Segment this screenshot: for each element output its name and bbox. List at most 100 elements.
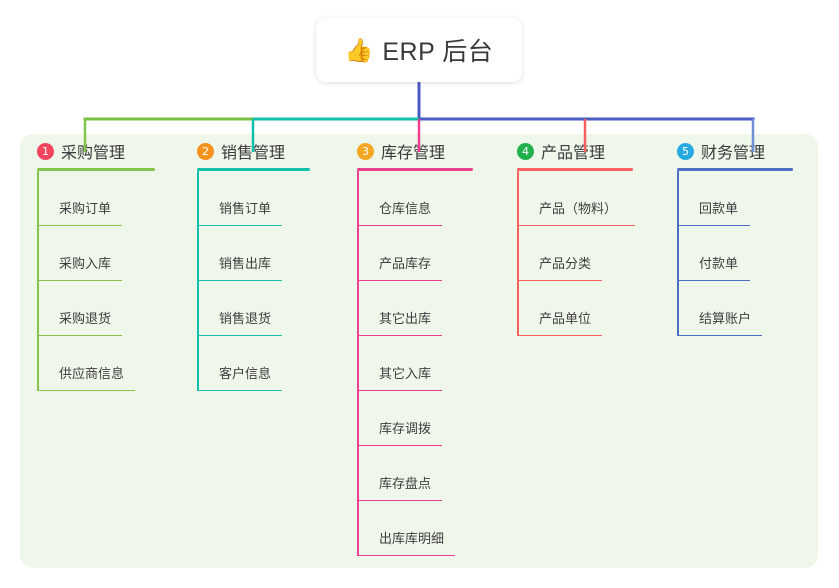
branch-node-label: 采购入库 (59, 256, 112, 271)
branch-node[interactable]: 库存盘点 (358, 446, 500, 501)
branch-node[interactable]: 销售出库 (198, 226, 340, 281)
branch-node-label: 产品分类 (539, 256, 592, 271)
branch-node-label: 销售出库 (219, 256, 272, 271)
branch-node[interactable]: 采购入库 (38, 226, 180, 281)
branch-node-rule (358, 279, 442, 281)
branch-node[interactable]: 仓库信息 (358, 171, 500, 226)
column-branch: 采购订单采购入库采购退货供应商信息 (37, 171, 180, 391)
branch-node-rule (678, 279, 750, 281)
branch-node-rule (198, 389, 282, 391)
column-header-rule (37, 168, 155, 171)
column-header-1[interactable]: 1 采购管理 (20, 134, 180, 168)
branch-node[interactable]: 回款单 (678, 171, 820, 226)
branch-node-rule (358, 499, 442, 501)
branch-node[interactable]: 产品单位 (518, 281, 660, 336)
column-title: 财务管理 (701, 145, 766, 162)
branch-node-rule (358, 389, 442, 391)
root-node-card[interactable]: 👍 ERP 后台 (316, 18, 522, 82)
branch-trunk-line (357, 171, 359, 556)
content-backdrop-panel (20, 134, 818, 568)
branch-node-label: 库存盘点 (379, 476, 432, 491)
branch-node-rule (358, 224, 442, 226)
branch-node-label: 其它出库 (379, 311, 432, 326)
branch-node-label: 产品（物料） (539, 201, 618, 216)
branch-node-rule (678, 224, 750, 226)
branch-node-label: 采购退货 (59, 311, 112, 326)
branch-node-label: 库存调拨 (379, 421, 432, 436)
branch-node-rule (678, 334, 762, 336)
branch-node-label: 产品库存 (379, 256, 432, 271)
branch-column-3: 3 库存管理仓库信息产品库存其它出库其它入库库存调拨库存盘点出库库明细 (340, 134, 500, 556)
branch-node[interactable]: 库存调拨 (358, 391, 500, 446)
branch-node-rule (198, 224, 282, 226)
column-title: 库存管理 (381, 145, 446, 162)
branch-node-rule (358, 554, 455, 556)
branch-column-1: 1 采购管理采购订单采购入库采购退货供应商信息 (20, 134, 180, 391)
column-header-rule (357, 168, 473, 171)
branch-node-rule (38, 279, 122, 281)
column-header-3[interactable]: 3 库存管理 (340, 134, 500, 168)
branch-node[interactable]: 产品库存 (358, 226, 500, 281)
column-branch: 回款单付款单结算账户 (677, 171, 820, 336)
column-title: 采购管理 (61, 145, 126, 162)
thumbs-up-icon: 👍 (344, 36, 374, 63)
branch-column-4: 4 产品管理产品（物料） 产品分类产品单位 (500, 134, 660, 336)
branch-node-label: 回款单 (699, 201, 739, 216)
branch-node-label: 结算账户 (699, 311, 752, 326)
branch-node-rule (38, 389, 135, 391)
branch-node-rule (198, 334, 282, 336)
column-branch: 仓库信息产品库存其它出库其它入库库存调拨库存盘点出库库明细 (357, 171, 500, 556)
branch-node[interactable]: 销售订单 (198, 171, 340, 226)
column-branch: 销售订单销售出库销售退货客户信息 (197, 171, 340, 391)
column-header-rule (197, 168, 310, 171)
branch-node-rule (518, 334, 602, 336)
branch-node-rule (38, 334, 122, 336)
branch-node[interactable]: 采购退货 (38, 281, 180, 336)
column-number-badge: 4 (517, 142, 534, 160)
column-header-rule (677, 168, 793, 171)
branch-trunk-line (517, 171, 519, 336)
branch-node-rule (358, 334, 442, 336)
column-number-badge: 1 (37, 142, 54, 160)
column-branch: 产品（物料） 产品分类产品单位 (517, 171, 660, 336)
branch-node[interactable]: 付款单 (678, 226, 820, 281)
column-title: 销售管理 (221, 145, 286, 162)
branch-node-label: 采购订单 (59, 201, 112, 216)
branch-node-rule (518, 224, 635, 226)
branch-node-label: 出库库明细 (379, 531, 445, 546)
branch-node-label: 产品单位 (539, 311, 592, 326)
branch-node[interactable]: 产品（物料） (518, 171, 660, 226)
branch-node-label: 仓库信息 (379, 201, 432, 216)
branch-node[interactable]: 供应商信息 (38, 336, 180, 391)
branch-node[interactable]: 出库库明细 (358, 501, 500, 556)
branch-node-rule (38, 224, 122, 226)
column-number-badge: 3 (357, 142, 374, 160)
branch-node[interactable]: 其它入库 (358, 336, 500, 391)
branch-node[interactable]: 结算账户 (678, 281, 820, 336)
branch-node-label: 供应商信息 (59, 366, 125, 381)
branch-trunk-line (197, 171, 199, 391)
branch-node[interactable]: 客户信息 (198, 336, 340, 391)
column-header-rule (517, 168, 633, 171)
branch-node-label: 其它入库 (379, 366, 432, 381)
branch-node-label: 销售退货 (219, 311, 272, 326)
branch-node[interactable]: 产品分类 (518, 226, 660, 281)
branch-node-label: 销售订单 (219, 201, 272, 216)
branch-node[interactable]: 采购订单 (38, 171, 180, 226)
branch-node-label: 客户信息 (219, 366, 272, 381)
column-header-4[interactable]: 4 产品管理 (500, 134, 660, 168)
branch-node-rule (198, 279, 282, 281)
branch-node[interactable]: 销售退货 (198, 281, 340, 336)
branch-node-label: 付款单 (699, 256, 739, 271)
branch-node-rule (358, 444, 442, 446)
branch-node[interactable]: 其它出库 (358, 281, 500, 336)
column-title: 产品管理 (541, 145, 606, 162)
root-title: ERP 后台 (382, 38, 494, 66)
branch-trunk-line (37, 171, 39, 391)
